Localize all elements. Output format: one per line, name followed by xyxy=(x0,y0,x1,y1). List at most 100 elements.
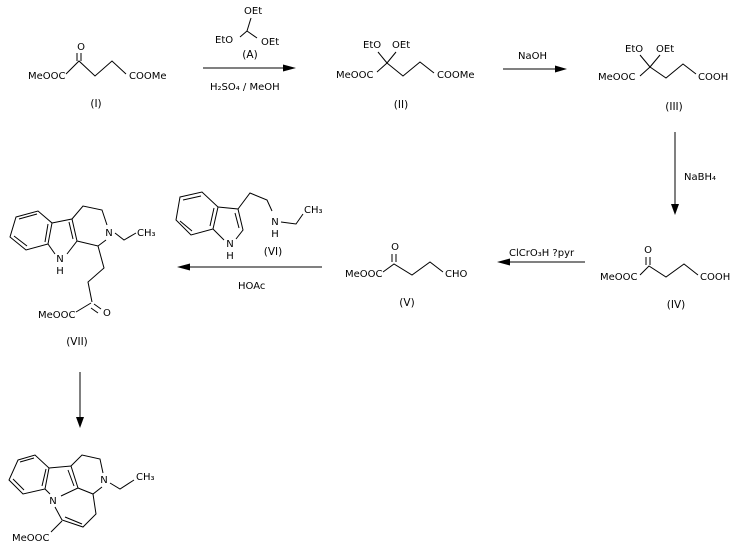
arrow-head xyxy=(497,258,510,266)
ethyl-bonds xyxy=(114,232,137,241)
ring-n-label: N xyxy=(105,228,112,239)
arrow-step2: NaOH xyxy=(503,51,567,73)
methyl-label: CH₃ xyxy=(304,205,323,216)
pyrrole-bonds xyxy=(48,465,79,497)
bond xyxy=(212,228,225,241)
bond xyxy=(639,54,651,68)
bond xyxy=(377,51,388,64)
ethyl-bonds xyxy=(109,479,135,490)
bond xyxy=(75,302,92,313)
aromatic-inner-bond xyxy=(209,207,215,227)
bond xyxy=(50,520,63,533)
double-bond-inner xyxy=(234,212,240,229)
bond xyxy=(47,243,56,255)
ester-left-label: MeOOC xyxy=(598,72,636,83)
benzene-ring xyxy=(175,191,219,236)
indole-n-label: N xyxy=(56,254,63,265)
compound-number: (VI) xyxy=(264,246,282,258)
ester-left-label: MeOOC xyxy=(600,272,638,283)
bond xyxy=(246,30,258,39)
compound-V: MeOOC O CHO (V) xyxy=(345,242,468,309)
oet-right-label: OEt xyxy=(261,37,279,48)
arrow-step4: ClCrO₃H ?pyr xyxy=(497,248,585,266)
ethyl-bonds xyxy=(280,213,304,225)
eto-label: EtO xyxy=(363,40,381,51)
pyrrole-bonds xyxy=(217,206,244,240)
arrow-step1: H₂SO₄ / MeOH xyxy=(203,64,296,93)
bond xyxy=(649,54,661,68)
arrow-step6 xyxy=(76,372,84,428)
ester-right-label: COOMe xyxy=(129,71,167,82)
compound-number: (II) xyxy=(394,99,408,111)
bond xyxy=(44,488,51,495)
aromatic-inner-bond xyxy=(19,457,35,463)
aromatic-inner-bond xyxy=(179,220,193,232)
bond-chain xyxy=(639,63,697,79)
arrow-head xyxy=(76,417,84,428)
side-chain-bonds xyxy=(237,192,273,212)
aromatic-inner-bond xyxy=(182,195,202,201)
aromatic-inner-bond xyxy=(18,213,38,220)
carbonyl-o-label: O xyxy=(77,42,85,53)
piperidine-bonds xyxy=(70,454,104,474)
amine-h-label: H xyxy=(271,229,279,240)
carbonyl-o-label: O xyxy=(644,245,652,256)
double-bond xyxy=(90,307,99,314)
ester-label: MeOOC xyxy=(12,533,50,544)
bond xyxy=(246,17,252,32)
compound-number: (VII) xyxy=(66,336,88,348)
reagent-label: H₂SO₄ / MeOH xyxy=(210,82,280,93)
compound-VI: N H N H CH₃ (VI) xyxy=(175,191,323,262)
aldehyde-label: CHO xyxy=(445,269,468,280)
indole-n-label: N xyxy=(226,239,233,250)
compound-I: MeOOC O COOMe (I) xyxy=(28,42,167,110)
benzene-ring xyxy=(9,210,53,251)
compound-II: EtO OEt MeOOC COOMe (II) xyxy=(336,40,475,111)
indole-h-label: H xyxy=(226,251,234,262)
reagent-label: NaBH₄ xyxy=(684,172,716,183)
benzene-ring xyxy=(8,454,50,495)
bond-chain xyxy=(382,261,444,276)
ester-right-label: COOMe xyxy=(437,70,475,81)
bottom-ring-bonds xyxy=(54,493,97,528)
aromatic-inner-bond xyxy=(41,468,47,487)
eto-left-label: EtO xyxy=(215,35,233,46)
arrow-head xyxy=(177,263,190,271)
acid-label: COOH xyxy=(698,72,728,83)
carbonyl-o-label: O xyxy=(391,242,399,253)
aromatic-inner-bond xyxy=(44,223,49,243)
ester-label: MeOOC xyxy=(38,310,76,321)
pyrrole-bonds xyxy=(51,218,78,255)
acid-label: COOH xyxy=(700,272,730,283)
bond-chain xyxy=(376,61,435,77)
reagent-label: HOAc xyxy=(238,281,265,292)
compound-IV: MeOOC O COOH (IV) xyxy=(600,245,730,311)
ester-left-label: MeOOC xyxy=(336,70,374,81)
ring-n-label: N xyxy=(100,475,107,486)
oet-top-label: OEt xyxy=(244,6,262,17)
piperidine-bonds xyxy=(71,205,108,226)
indole-n-label: N xyxy=(49,496,56,507)
arrow-head xyxy=(555,65,567,73)
oet-label: OEt xyxy=(392,40,410,51)
piperidine-bonds xyxy=(77,486,103,495)
bond-chain xyxy=(639,263,699,278)
reagent-label: NaOH xyxy=(518,51,547,62)
methyl-label: CH₃ xyxy=(137,228,156,239)
reagent-label: ClCrO₃H ?pyr xyxy=(509,248,575,259)
double-bond-inner xyxy=(64,516,83,525)
compound-number: (I) xyxy=(90,98,101,110)
side-chain-bonds xyxy=(87,245,105,303)
arrow-head xyxy=(283,64,296,72)
compound-number: (III) xyxy=(665,101,682,113)
compound-number: (IV) xyxy=(667,299,685,311)
double-bond-inner xyxy=(67,469,75,487)
arrow-head xyxy=(671,204,679,215)
compound-VII: N H N CH₃ O MeOOC (VII) xyxy=(9,205,156,348)
bond xyxy=(239,30,248,38)
arrow-step5: HOAc xyxy=(177,263,322,292)
bond-chain xyxy=(65,60,127,77)
compound-final: N N CH₃ MeOOC xyxy=(8,454,155,544)
